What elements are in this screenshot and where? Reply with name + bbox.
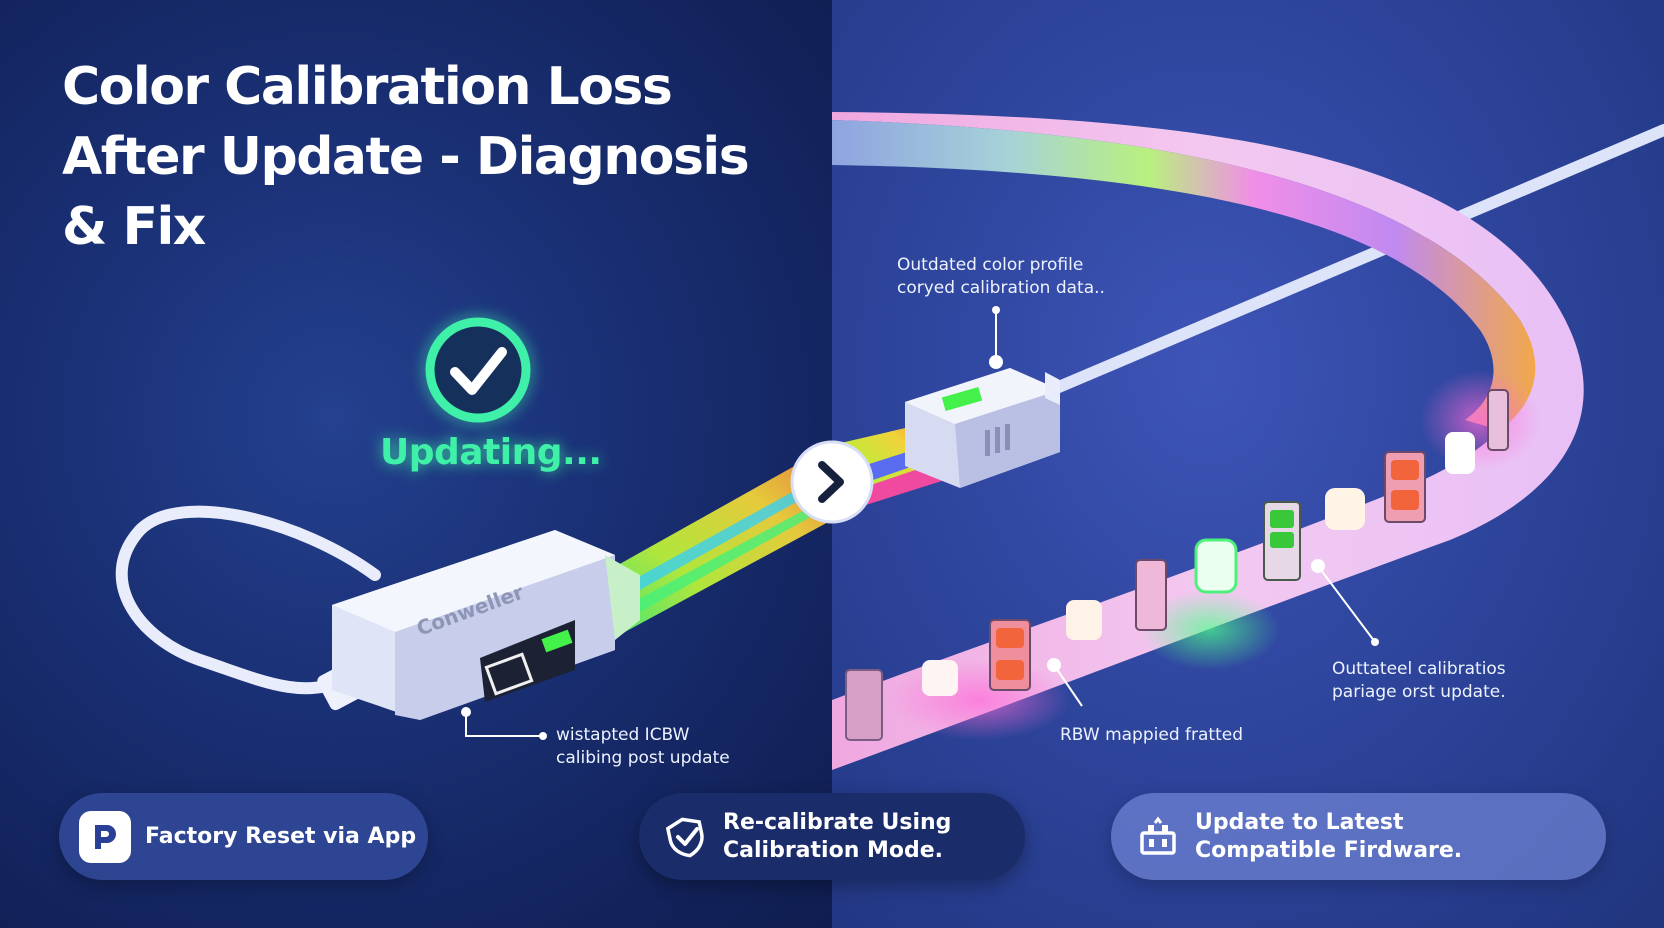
callout-profile: Outdated color profile coryed calibratio… — [897, 254, 1105, 300]
chevron-right-icon[interactable] — [790, 440, 874, 524]
app-p-icon — [79, 810, 131, 863]
callout-controller-line-1: wistapted ICBW — [556, 725, 690, 745]
factory-reset-button[interactable]: Factory Reset via App — [59, 793, 428, 880]
callout-strip-mid-line-1: RBW mappied fratted — [1060, 725, 1243, 745]
status-text: Updating... — [380, 432, 602, 473]
callout-strip-right: Outtateel calibratios pariage orst updat… — [1332, 658, 1506, 704]
firmware-icon — [1135, 814, 1181, 860]
page-title: Color Calibration Loss After Update - Di… — [62, 57, 750, 257]
recalibrate-button[interactable]: Re-calibrate Using Calibration Mode. — [639, 793, 1025, 880]
callout-profile-line-1: Outdated color profile — [897, 255, 1084, 275]
recalibrate-label-line-2: Calibration Mode. — [723, 837, 944, 863]
callout-controller: wistapted ICBW calibing post update — [556, 724, 730, 770]
callout-strip-right-line-1: Outtateel calibratios — [1332, 659, 1506, 679]
update-firmware-button[interactable]: Update to Latest Compatible Firdware. — [1111, 793, 1606, 880]
rgb-data-ribbon — [600, 445, 832, 640]
led-strip — [832, 112, 1584, 770]
callout-strip-mid: RBW mappied fratted — [1060, 724, 1243, 747]
controller-device: Conweller — [332, 530, 640, 720]
callout-line — [465, 712, 540, 737]
update-firmware-label-line-2: Compatible Firdware. — [1195, 837, 1463, 863]
callout-strip-right-line-2: pariage orst update. — [1332, 682, 1506, 702]
strip-cable — [1034, 124, 1664, 401]
connector-box — [905, 368, 1060, 488]
factory-reset-label: Factory Reset via App — [145, 823, 417, 849]
shield-check-icon — [663, 814, 709, 860]
power-cable — [115, 505, 381, 695]
callout-controller-line-2: calibing post update — [556, 748, 730, 768]
check-circle-icon — [421, 313, 535, 427]
callout-profile-line-2: coryed calibration data.. — [897, 278, 1105, 298]
update-firmware-label-line-1: Update to Latest — [1195, 809, 1404, 835]
recalibrate-label-line-1: Re-calibrate Using — [723, 809, 952, 835]
before-panel — [0, 0, 832, 928]
